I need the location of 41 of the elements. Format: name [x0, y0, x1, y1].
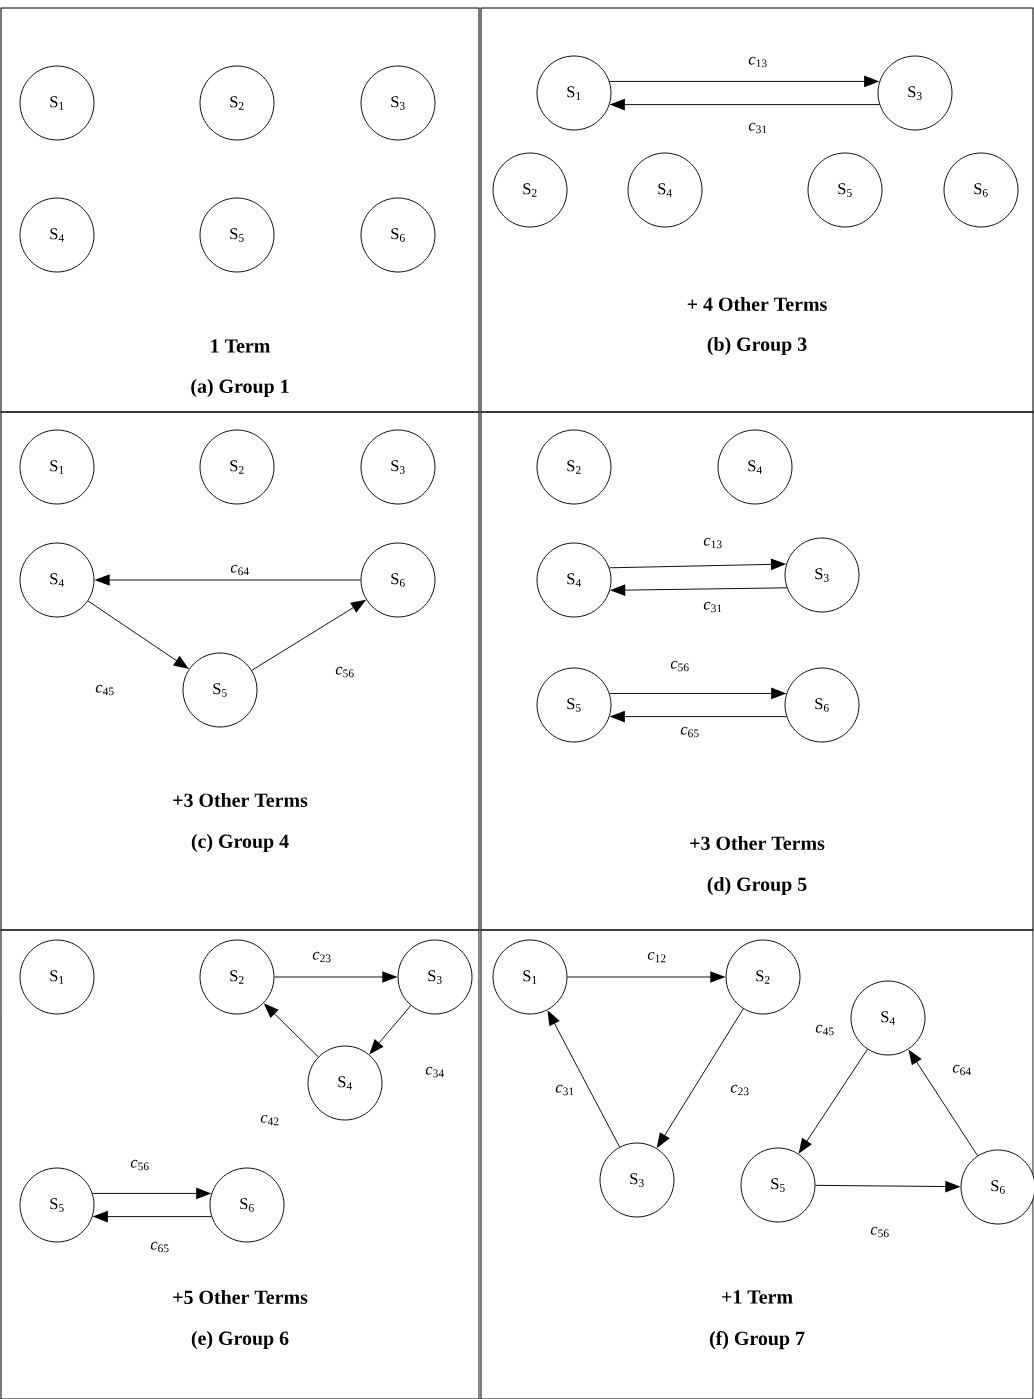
arrow	[908, 1049, 979, 1157]
arrow	[610, 584, 788, 596]
edge-label: c$_{31}$	[554, 1083, 576, 1097]
edge-label: c$_{56}$	[869, 1225, 891, 1239]
arrow	[609, 710, 787, 723]
arrow	[274, 971, 398, 983]
edge-label: c$_{56}$	[669, 659, 691, 673]
edge-label: c$_{23}$	[311, 950, 333, 964]
edge-label: c$_{13}$	[747, 55, 769, 69]
arrow	[815, 1180, 961, 1193]
arrow	[87, 600, 189, 670]
edge-label: c$_{56}$	[334, 665, 356, 679]
edge-label: c$_{64}$	[229, 563, 251, 577]
edge-label: c$_{42}$	[259, 1113, 281, 1127]
arrow	[547, 1010, 620, 1148]
edge-label: c$_{45}$	[94, 683, 116, 697]
edge-label: c$_{23}$	[729, 1083, 751, 1097]
arrow	[263, 1003, 319, 1058]
arrow	[92, 1210, 212, 1223]
edge-label: c$_{31}$	[747, 121, 769, 135]
arrow	[251, 599, 367, 671]
edge-label: c$_{31}$	[702, 600, 724, 614]
arrow	[609, 98, 880, 111]
arrow	[369, 1005, 412, 1055]
edge-label: c$_{45}$	[814, 1023, 836, 1037]
arrow	[656, 1008, 744, 1149]
edge-label: c$_{56}$	[129, 1158, 151, 1172]
arrow	[94, 574, 361, 586]
edge-label: c$_{13}$	[702, 536, 724, 550]
edge-label: c$_{64}$	[951, 1063, 973, 1077]
node-label: S$_{6}$	[991, 1180, 1005, 1194]
arrow	[567, 971, 726, 983]
edge-label: c$_{65}$	[679, 725, 701, 739]
arrow	[92, 1187, 212, 1200]
arrow	[609, 75, 880, 88]
arrow	[798, 1048, 868, 1154]
edge-label: c$_{65}$	[149, 1240, 171, 1254]
edge-label: c$_{12}$	[646, 950, 668, 964]
edge-label: c$_{34}$	[424, 1065, 446, 1079]
arrow	[608, 558, 787, 571]
arrow	[609, 687, 787, 700]
